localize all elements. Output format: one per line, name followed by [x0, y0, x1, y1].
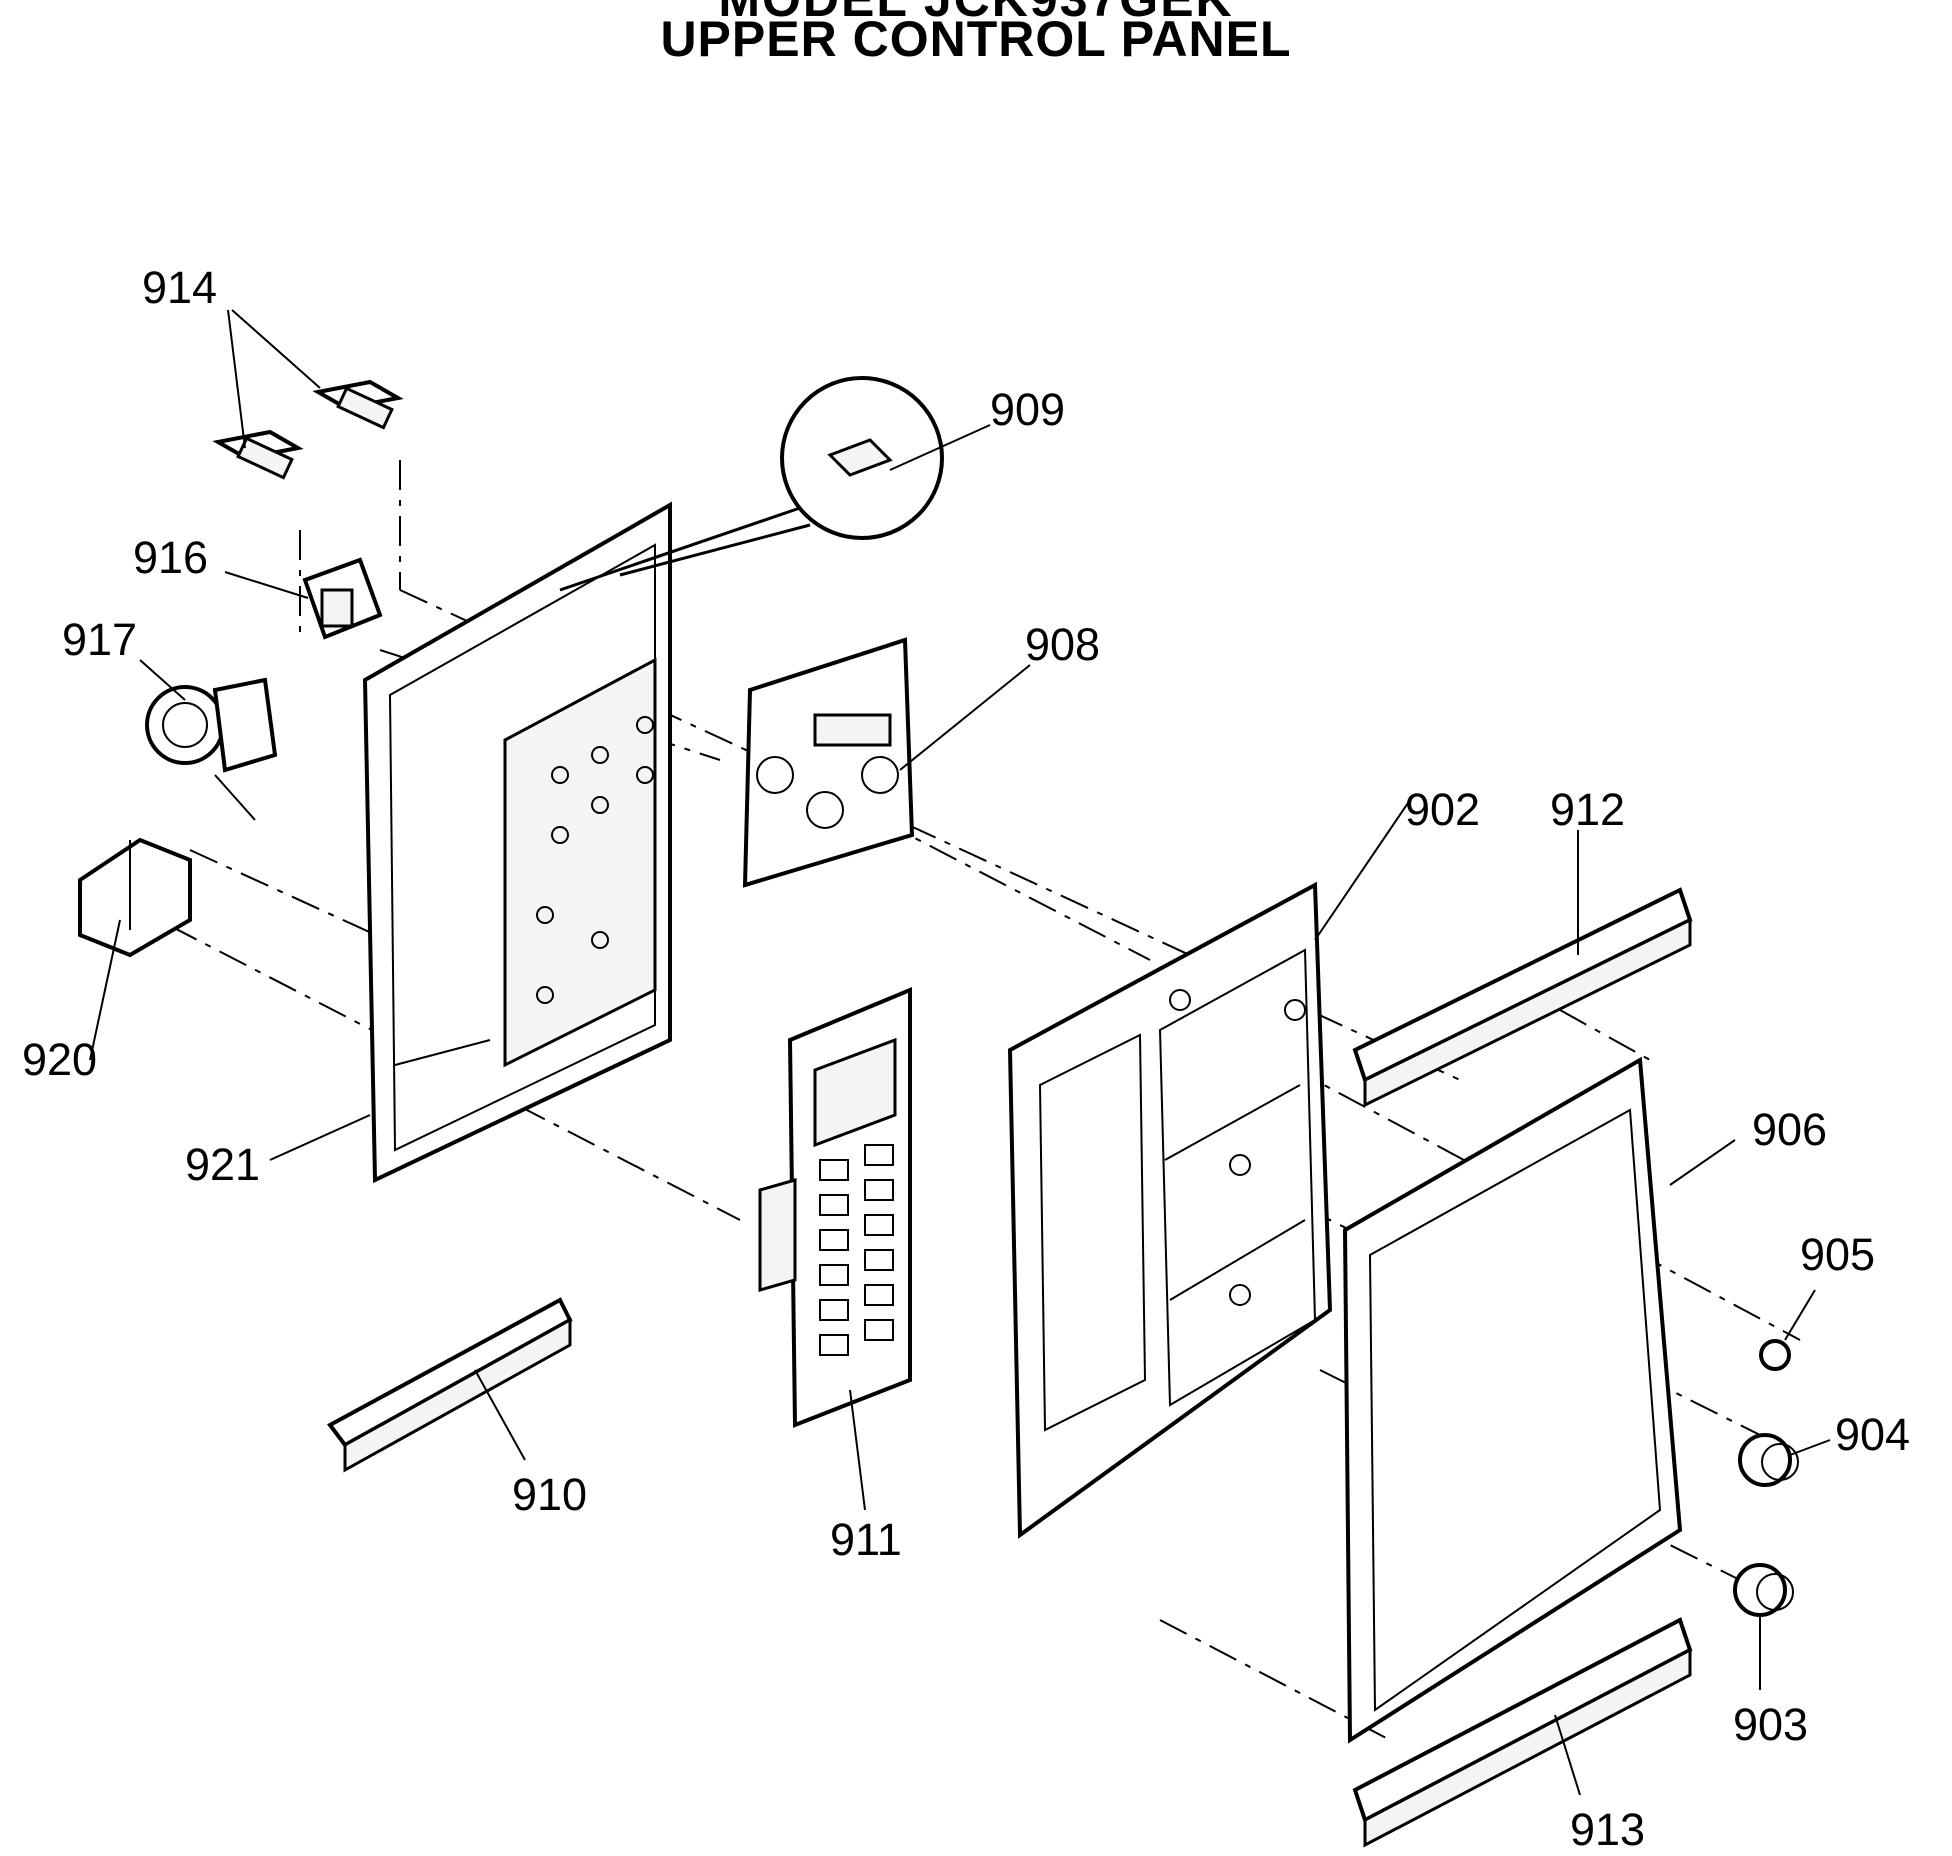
callout-916: 916 [133, 532, 208, 583]
callout-labels: 914 909 916 917 908 902 912 920 921 906 … [22, 262, 1910, 1855]
callout-911: 911 [830, 1514, 902, 1565]
part-914-thermistors [212, 309, 404, 480]
callout-910: 910 [512, 1469, 587, 1520]
part-917-timer [139, 659, 278, 821]
callout-902: 902 [1405, 784, 1480, 835]
part-906-frame [1342, 1056, 1736, 1744]
callout-912: 912 [1550, 784, 1625, 835]
callout-914: 914 [142, 262, 217, 313]
part-916-switch [224, 557, 383, 640]
callout-909: 909 [990, 384, 1065, 435]
part-912-trim-strip [1352, 830, 1693, 1108]
callout-904: 904 [1835, 1409, 1910, 1460]
part-905-knob [1759, 1289, 1816, 1371]
diagram-model-line: MODEL JCK937GEK [0, 0, 1952, 28]
callout-906: 906 [1752, 1104, 1827, 1155]
callout-913: 913 [1570, 1804, 1645, 1855]
part-921-chassis [269, 501, 672, 1184]
part-904-knob [1738, 1433, 1831, 1487]
part-903-knob [1733, 1563, 1794, 1690]
callout-921: 921 [185, 1139, 260, 1190]
callout-917: 917 [62, 614, 137, 665]
part-910-bracket [327, 1297, 573, 1473]
part-911-keypad [758, 987, 912, 1511]
diagram-title: UPPER CONTROL PANEL [660, 11, 1292, 67]
part-909-clip [559, 376, 991, 592]
part-913-trim-strip [1352, 1617, 1693, 1848]
callout-905: 905 [1800, 1229, 1875, 1280]
part-920-switch [78, 837, 192, 1061]
callout-920: 920 [22, 1034, 97, 1085]
callout-908: 908 [1025, 619, 1100, 670]
callout-903: 903 [1733, 1699, 1808, 1750]
part-908-control-board [742, 637, 1031, 888]
part-902-panel [1007, 799, 1411, 1539]
